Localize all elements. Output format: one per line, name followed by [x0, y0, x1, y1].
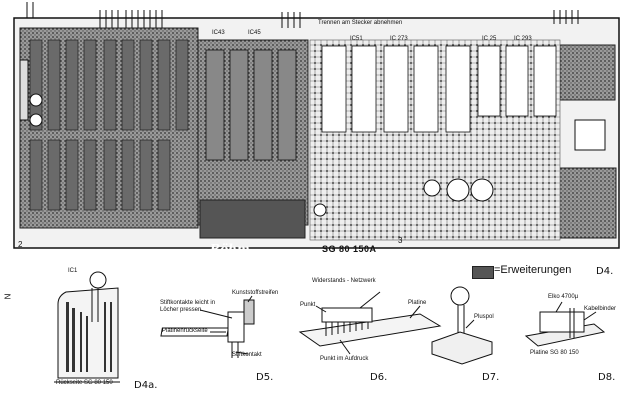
detail-figures: IC1 Rückseite SG 80 150 D4a. Stiftkontak… — [0, 262, 632, 400]
fig-d8-drawing — [524, 301, 606, 347]
corner-number-left: 2 — [18, 240, 23, 249]
fig-d4-label: D4. — [596, 266, 614, 277]
fig-d4a-label: D4a. — [134, 380, 158, 391]
fig-d6-drawing — [298, 291, 442, 355]
d7-callout-plus: Pluspol — [474, 314, 494, 320]
ic-label-1: IC43 — [212, 30, 225, 36]
fig-d8-label: D8. — [598, 372, 616, 383]
fig-d7-drawing — [431, 286, 493, 365]
d4a-caption: Rückseite SG 80 150 — [56, 380, 113, 386]
capacitors — [29, 93, 494, 217]
d6-caption: Punkt im Aufdruck — [320, 356, 369, 362]
left-chip-columns — [29, 39, 189, 211]
d6-callout-point: Punkt — [300, 302, 316, 308]
left-edge-connector — [19, 59, 29, 121]
board-svg — [13, 2, 620, 249]
d8-callout-elko: Elko 4700µ — [548, 294, 579, 300]
fig-d4a-drawing — [54, 271, 120, 383]
d5-callout-pins: Stiftkontakte leicht in Löcher pressen — [160, 300, 216, 313]
brand-logo: Böhm — [210, 242, 250, 256]
d5-callout-pin: Stiftkontakt — [232, 352, 262, 358]
circuit-board-diagram: Trennen am Stecker abnehmen IC43 IC45 IC… — [13, 2, 620, 256]
fig-d5-drawing — [160, 295, 255, 358]
top-note: Trennen am Stecker abnehmen — [318, 20, 403, 26]
details-svg — [54, 271, 606, 383]
legend-swatch — [472, 266, 494, 279]
ic-chips — [205, 45, 557, 161]
ic-label-3: IC51 — [350, 36, 363, 42]
legend-text: =Erweiterungen — [494, 264, 572, 276]
fig-d5-label: D5. — [256, 372, 274, 383]
board-model: SG 80 150A — [322, 244, 377, 254]
d5-callout-strip: Kunststoffstreifen — [232, 290, 279, 296]
ic-label-5: IC 25 — [482, 36, 497, 42]
ic-label-6: IC 293 — [514, 36, 532, 42]
d6-title: Widerstands - Netzwerk — [312, 278, 376, 284]
top-connector-pins — [26, 2, 579, 28]
d4a-top-ic: IC1 — [68, 268, 78, 274]
relay-component — [574, 119, 606, 151]
ic-label-4: IC 273 — [390, 36, 408, 42]
d5-callout-backside: Platinenrückseite — [162, 328, 208, 334]
d8-caption: Platine SG 80 150 — [530, 350, 579, 356]
fig-d7-label: D7. — [482, 372, 500, 383]
fig-d6-label: D6. — [370, 372, 388, 383]
d8-callout-cable: Kabelbinder — [584, 306, 617, 312]
corner-number-mid: 3 — [398, 236, 403, 245]
ic-label-2: IC45 — [248, 30, 261, 36]
d6-callout-board: Platine — [408, 300, 427, 306]
